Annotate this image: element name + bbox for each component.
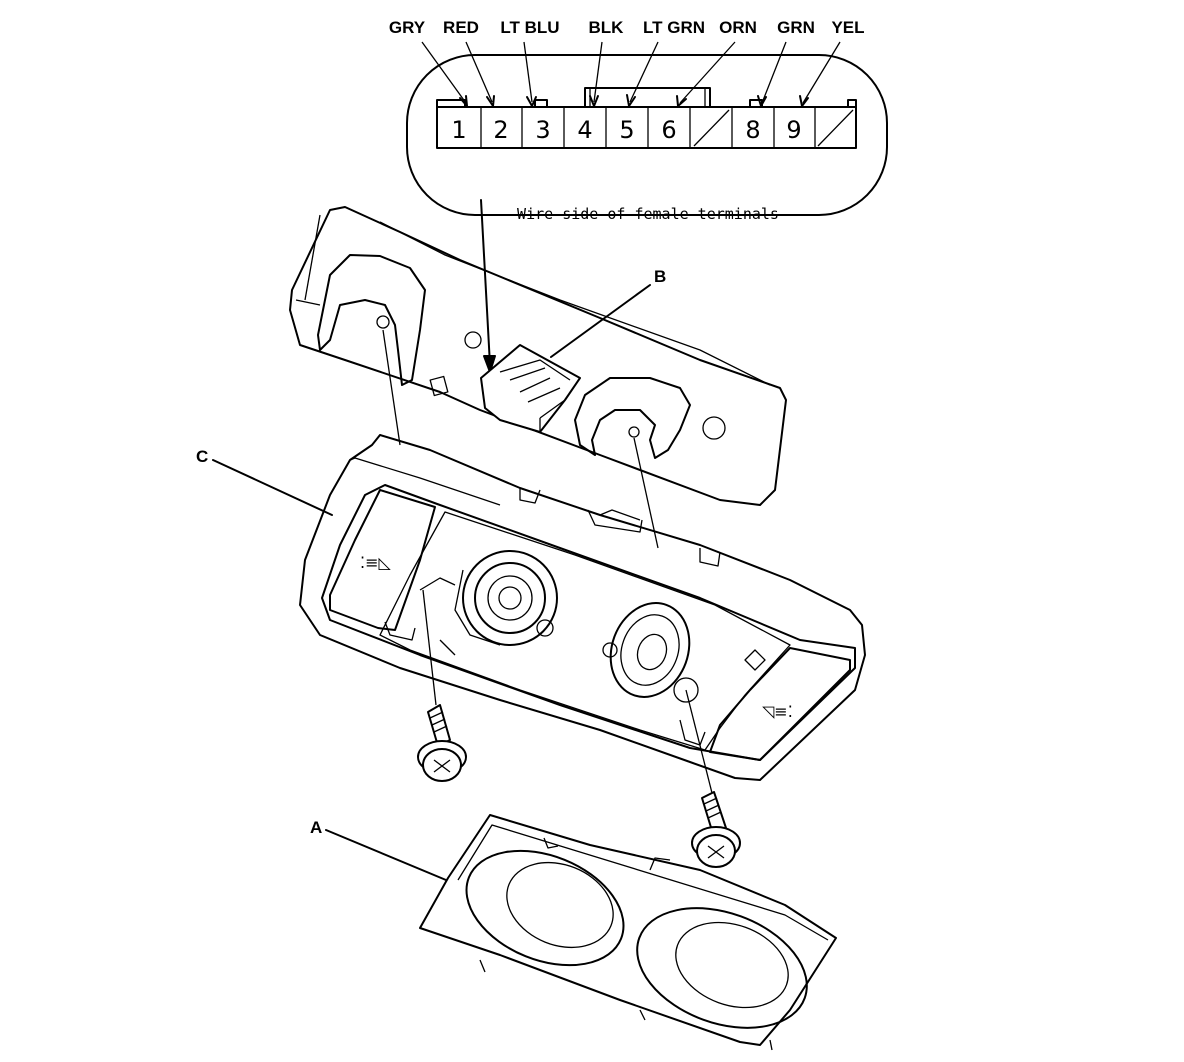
screw-left [417,704,467,782]
terminal-cells [480,107,854,148]
terminal-8: 8 [745,116,760,144]
terminal-6: 6 [661,116,676,144]
connector-detail: 1 2 3 4 5 6 8 9 GRY RED LT BLU BLK LT GR… [389,18,888,223]
callout-c: C [196,447,208,466]
wire-leader-lines [421,41,841,107]
wire-label-orn: ORN [719,18,757,37]
harness-connector-b [480,344,581,433]
screw-right [691,791,741,868]
screw-guide-line-right-lower [685,689,713,794]
wire-label-lt-grn: LT GRN [643,18,705,37]
connector-caption: Wire side of female terminals [517,205,779,223]
lens-a [419,814,837,1051]
callout-b: B [654,267,666,286]
screw-guide-line-right [633,437,659,549]
door-switch-icon: ⁚≡◺ [360,553,391,572]
detail-pointer-line [480,199,491,366]
empty-cavity-10-slash [817,109,854,147]
callout-a-leader [325,829,447,881]
empty-cavity-7-slash [693,109,730,147]
screw-guide-line-left [382,329,401,446]
terminal-1: 1 [451,116,466,144]
terminal-4: 4 [577,116,592,144]
wire-label-red: RED [443,18,479,37]
wire-label-gry: GRY [389,18,426,37]
map-light-assembly-c: ⁚≡◺ ◹≡⁚ [299,434,866,781]
callout-b-leader [550,284,651,358]
terminal-9: 9 [786,116,801,144]
callout-c-leader [212,459,333,516]
connector-detail-frame [406,54,888,216]
callout-a: A [310,818,322,837]
wire-label-yel: YEL [831,18,864,37]
wire-label-lt-blu: LT BLU [500,18,559,37]
screw-guide-line-left-lower [422,589,437,706]
dome-switch-icon: ◹≡⁚ [761,702,793,721]
terminal-5: 5 [619,116,634,144]
wire-label-grn: GRN [777,18,815,37]
wire-label-blk: BLK [589,18,625,37]
terminal-3: 3 [535,116,550,144]
terminal-2: 2 [493,116,508,144]
roof-bracket [289,206,787,506]
